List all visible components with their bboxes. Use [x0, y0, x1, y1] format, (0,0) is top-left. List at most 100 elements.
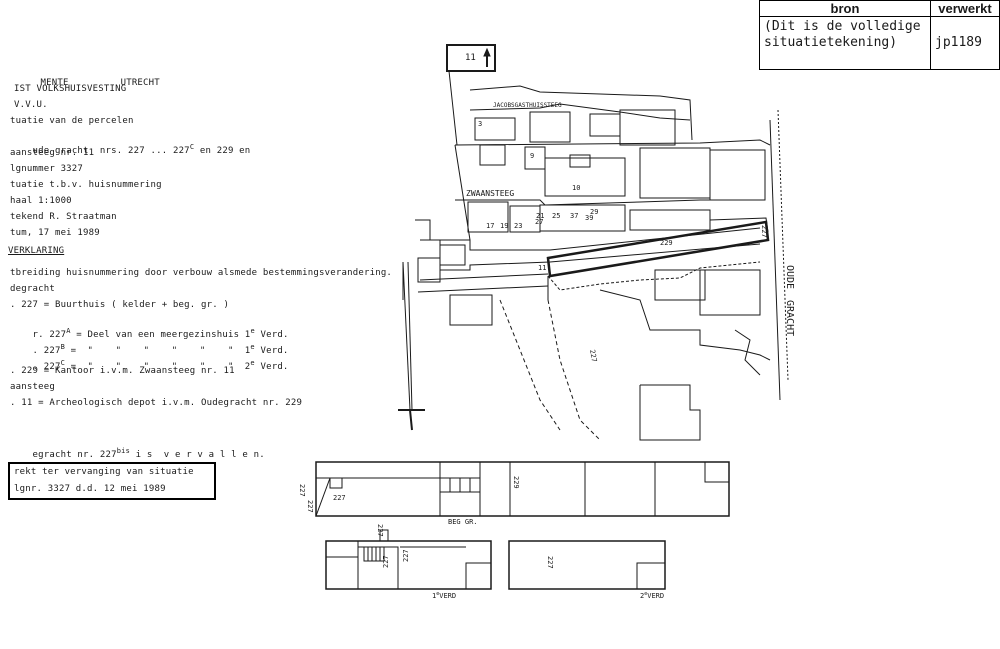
memo-line: egracht nr. 227bis i s v e r v a l l e n… [10, 436, 265, 470]
memo-sup: C [189, 143, 195, 151]
street-gracht: GRACHT [784, 300, 795, 336]
memo-text: = Deel van een meergezinshuis 1 [76, 330, 251, 340]
map-label-3: 3 [478, 120, 482, 128]
map-label-23: 23 [514, 222, 522, 230]
plan-side-227: 227 [298, 484, 306, 497]
memo-text: = " " " " " " 2 [70, 362, 251, 372]
memo-sup: B [60, 343, 65, 351]
bron-line-2: situatietekening) [764, 35, 898, 50]
plan-side-227c: 227 [306, 500, 314, 513]
memo-sup: e [250, 359, 255, 367]
memo-sup: C [60, 359, 65, 367]
memo-sup: e [250, 327, 255, 335]
plan-label-verd2: 2eVERD [640, 591, 664, 600]
memo-line: . 227 = Buurthuis ( kelder + beg. gr. ) [10, 300, 230, 310]
plan-begane-grond [315, 461, 730, 517]
memo-sup: A [66, 327, 71, 335]
plan-label-verd1-sup: e [436, 591, 439, 597]
memo-line: ude gracht nrs. 227 ... 227C en 229 en [10, 132, 250, 166]
memo-line: tum, 17 mei 1989 [10, 228, 100, 238]
plan-label-227-2: 227 [546, 556, 554, 569]
verwerkt-header: verwerkt [930, 0, 1000, 17]
memo-text: egracht nr. 227 [32, 450, 117, 460]
map-label-21: 21 [536, 212, 544, 220]
memo-utrecht: UTRECHT [120, 78, 160, 88]
plan-eerste-verdieping [325, 529, 492, 590]
memo-line: tuatie t.b.v. huisnummering [10, 180, 162, 190]
map-label-19: 19 [500, 222, 508, 230]
memo-line: V.V.U. [14, 100, 48, 110]
map-label-37: 37 [570, 212, 578, 220]
plan-label-verd1-num: 1 [432, 592, 436, 600]
memo-sup: e [250, 343, 255, 351]
memo-line: lgnummer 3327 [10, 164, 84, 174]
map-label-9: 9 [530, 152, 534, 160]
memo-gemeente: MENTE [40, 78, 69, 88]
memo-line: degracht [10, 284, 55, 294]
memo-line: haal 1:1000 [10, 196, 72, 206]
map-label-227: 227 [760, 225, 768, 238]
plan-label-227: 227 [333, 494, 346, 502]
map-label-39: 39 [585, 214, 593, 222]
replacement-note-box: rekt ter vervanging van situatie lgnr. 3… [8, 462, 216, 500]
memo-line: aansteeg nr. 11 [10, 148, 95, 158]
plan-label-verd1-tail: VERD [439, 592, 456, 600]
bron-header: bron [759, 0, 931, 17]
memo-text: . 227 [32, 362, 61, 372]
map-label-227-main: 227 [588, 349, 598, 363]
plan-label-beg-gr: BEG GR. [448, 518, 478, 526]
memo-text: Verd. [254, 362, 289, 372]
memo-line: MENTE UTRECHT [18, 68, 160, 98]
north-arrowhead-icon [483, 47, 491, 57]
verwerkt-cell: jp1189 [930, 16, 1000, 70]
memo-line: IST VOLKSHUISVESTING [14, 84, 127, 94]
bron-table: bron verwerkt (Dit is de volledige situa… [759, 0, 1000, 70]
plan-label-verd2-tail: VERD [647, 592, 664, 600]
memo-sup: bis [116, 447, 131, 455]
north-label: 11 [465, 53, 476, 63]
north-needle-icon [398, 261, 425, 431]
north-box [446, 44, 496, 72]
plan-label-verd2-num: 2 [640, 592, 644, 600]
memo-line: . 11 = Archeologisch depot i.v.m. Oudegr… [10, 398, 303, 408]
memo-line: tekend R. Straatman [10, 212, 117, 222]
bron-line-1: (Dit is de volledige [764, 19, 921, 34]
map-label-25: 25 [552, 212, 560, 220]
memo-text: en 229 en [194, 146, 251, 156]
plan-label-verd1: 1eVERD [432, 591, 456, 600]
map-label-17: 17 [486, 222, 494, 230]
plan-label-227c-v: 227 [376, 524, 384, 537]
memo-text: . 227 [32, 346, 61, 356]
memo-text: ude gracht nrs. 227 ... 227 [32, 146, 190, 156]
street-top: JACOBSGASTHUISSTEEG [493, 102, 562, 109]
plan-label-227a: 227 [382, 555, 390, 568]
map-label-27: 27 [535, 218, 543, 226]
map-label-29: 29 [590, 208, 598, 216]
memo-line: aansteeg [10, 382, 55, 392]
memo-heading: VERKLARING [8, 246, 65, 256]
memo-line: . 227C = " " " " " " 2e Verd. [10, 348, 289, 382]
memo-line: . 227B = " " " " " " 1e Verd. [10, 332, 289, 366]
plan-label-229: 229 [512, 476, 520, 489]
map-label-10: 10 [572, 184, 580, 192]
map-label-229: 229 [660, 239, 673, 247]
bron-cell: (Dit is de volledige situatietekening) [759, 16, 931, 70]
memo-text: r. 227 [32, 330, 67, 340]
plan-label-verd2-sup: e [644, 591, 647, 597]
box-line-2: lgnr. 3327 d.d. 12 mei 1989 [14, 484, 166, 494]
map-label-11: 11 [538, 264, 546, 272]
memo-line: . 229 = Kantoor i.v.m. Zwaansteeg nr. 11 [10, 366, 235, 376]
plan-tweede-verdieping [508, 540, 666, 590]
memo-text: Verd. [254, 346, 289, 356]
map-line [448, 70, 458, 146]
map-buildings [415, 85, 789, 441]
memo-line: tuatie van de percelen [10, 116, 134, 126]
memo-line: r. 227A = Deel van een meergezinshuis 1e… [10, 316, 289, 350]
memo-text: Verd. [254, 330, 289, 340]
plan-label-227b: 227 [402, 549, 410, 562]
box-line-1: rekt ter vervanging van situatie [14, 467, 194, 477]
memo-text: = " " " " " " 1 [70, 346, 251, 356]
street-zwaansteeg: ZWAANSTEEG [466, 189, 514, 198]
memo-line: tbreiding huisnummering door verbouw als… [10, 268, 393, 278]
